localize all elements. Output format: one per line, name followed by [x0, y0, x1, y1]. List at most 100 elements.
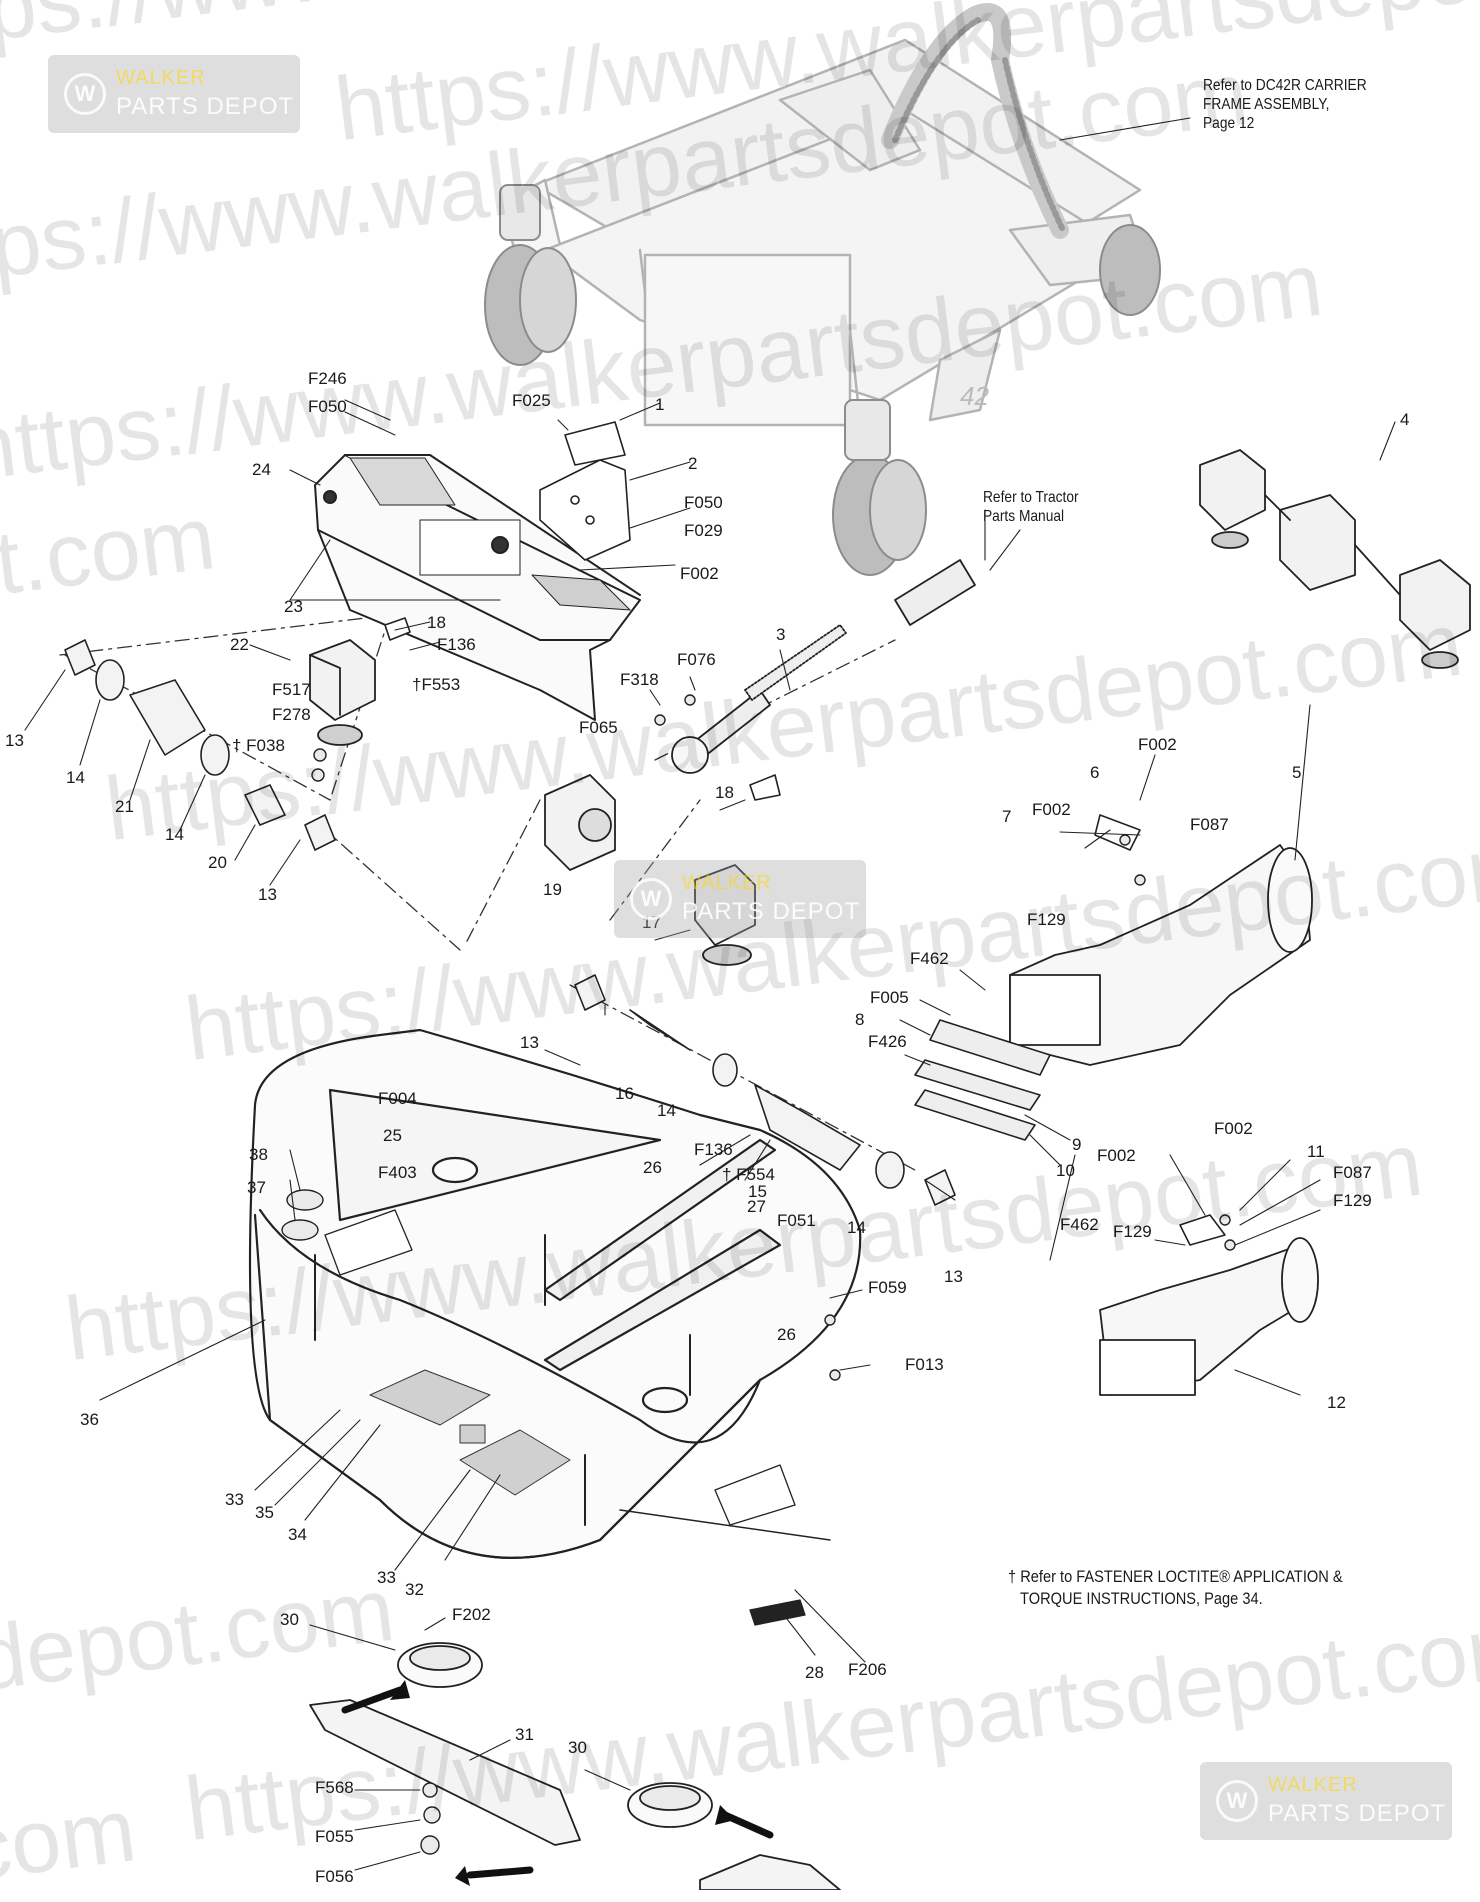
note-line: Parts Manual [983, 508, 1065, 525]
callout-label: 6 [1090, 763, 1099, 782]
callout-label: F076 [677, 650, 716, 669]
callout-label: 32 [405, 1580, 424, 1599]
callout-label: F136 [694, 1140, 733, 1159]
callout-label: F002 [1032, 800, 1071, 819]
callout-label: F087 [1190, 815, 1229, 834]
guard-brackets [539, 421, 631, 561]
callout-label: 13 [5, 731, 24, 750]
callout-label: 12 [1327, 1393, 1346, 1412]
lift-arm [881, 3, 1069, 239]
callout-label: 23 [284, 597, 303, 616]
callout-label: 1 [655, 395, 664, 414]
callout-label: 34 [288, 1525, 307, 1544]
callout-label: 30 [568, 1738, 587, 1757]
shafts-left [64, 639, 336, 851]
callout-label: 20 [208, 853, 227, 872]
callout-label: F403 [378, 1163, 417, 1182]
callout-label: 26 [777, 1325, 796, 1344]
callout-label: F025 [512, 391, 551, 410]
callout-label: F013 [905, 1355, 944, 1374]
callout-label: 19 [543, 880, 562, 899]
callout-label: F002 [1138, 735, 1177, 754]
carrier-frame: 42 [498, 38, 1152, 427]
leader-lines [24, 117, 1396, 1871]
callout-label: F005 [870, 988, 909, 1007]
callout-label: 33 [225, 1490, 244, 1509]
callout-label: †F553 [412, 675, 460, 694]
callout-label: F246 [308, 369, 347, 388]
callout-label: 8 [855, 1010, 864, 1029]
callout-label: F056 [315, 1867, 354, 1886]
callout-label: † F038 [232, 736, 285, 755]
deck-cover [314, 454, 641, 721]
callout-label: F462 [1060, 1215, 1099, 1234]
callout-label: F065 [579, 718, 618, 737]
blades [309, 1642, 841, 1890]
discharge-chutes [1009, 844, 1319, 1396]
callout-label: F129 [1027, 910, 1066, 929]
callout-label: 22 [230, 635, 249, 654]
callout-label: 5 [1292, 763, 1301, 782]
callout-label: F002 [680, 564, 719, 583]
hinge-plates [914, 1019, 1051, 1141]
note-line: Refer to DC42R CARRIER [1203, 77, 1367, 94]
callout-label: F568 [315, 1778, 354, 1797]
callout-label: F002 [1214, 1119, 1253, 1138]
callout-label: 14 [847, 1218, 866, 1237]
callout-label: 33 [377, 1568, 396, 1587]
callout-labels: F246 F050 F025 1 24 2 F050 F029 F002 23 … [5, 369, 1409, 1886]
callout-label: 13 [944, 1267, 963, 1286]
callout-label: F129 [1113, 1222, 1152, 1241]
callout-label: 31 [515, 1725, 534, 1744]
direction-arrows [341, 1686, 774, 1879]
callout-label: F202 [452, 1605, 491, 1624]
callout-label: F318 [620, 670, 659, 689]
callout-label: F051 [777, 1211, 816, 1230]
callout-label: 13 [258, 885, 277, 904]
callout-label: 27 [747, 1197, 766, 1216]
callout-label: 14 [66, 768, 85, 787]
callout-label: 7 [1002, 807, 1011, 826]
callout-label: 28 [805, 1663, 824, 1682]
callout-label: 10 [1056, 1161, 1075, 1180]
callout-label: 9 [1072, 1135, 1081, 1154]
mower-deck [248, 1028, 862, 1559]
note-line: Page 12 [1203, 115, 1255, 132]
shafts-middle [574, 974, 956, 1206]
deck-decals [324, 1209, 806, 1626]
callout-label: † F554 [722, 1165, 775, 1184]
callout-label: F029 [684, 521, 723, 540]
callout-label: 35 [255, 1503, 274, 1522]
callout-label: 4 [1400, 410, 1409, 429]
washers [281, 694, 1236, 1855]
tractor-reference-note: Refer to Tractor Parts Manual [983, 488, 1079, 526]
callout-label: F426 [868, 1032, 907, 1051]
callout-label: F059 [868, 1278, 907, 1297]
callout-label: F136 [437, 635, 476, 654]
callout-label: 16 [615, 1084, 634, 1103]
deck-screens [369, 1369, 571, 1496]
svg-text:42: 42 [960, 381, 989, 411]
note-line: FRAME ASSEMBLY, [1203, 96, 1330, 113]
callout-label: F050 [684, 493, 723, 512]
callout-label: F087 [1333, 1163, 1372, 1182]
callout-label: 3 [776, 625, 785, 644]
callout-label: 11 [1307, 1142, 1325, 1161]
callout-label: 21 [115, 797, 134, 816]
deck-posts [314, 1234, 691, 1526]
note-line: † Refer to FASTENER LOCTITE® APPLICATION… [1008, 1567, 1343, 1586]
callout-label: 37 [247, 1178, 266, 1197]
callout-label: 30 [280, 1610, 299, 1629]
callout-label: 13 [520, 1033, 539, 1052]
callout-label: F129 [1333, 1191, 1372, 1210]
callout-label: F278 [272, 705, 311, 724]
callout-label: 26 [643, 1158, 662, 1177]
callout-label: F517 [272, 680, 311, 699]
callout-label: 24 [252, 460, 271, 479]
callout-label: 14 [165, 825, 184, 844]
callout-label: F002 [1097, 1146, 1136, 1165]
callout-label: 18 [715, 783, 734, 802]
callout-label: 18 [427, 613, 446, 632]
drive-shaft [671, 559, 976, 774]
carrier-frame-reference-note: Refer to DC42R CARRIER FRAME ASSEMBLY, P… [1203, 76, 1367, 133]
